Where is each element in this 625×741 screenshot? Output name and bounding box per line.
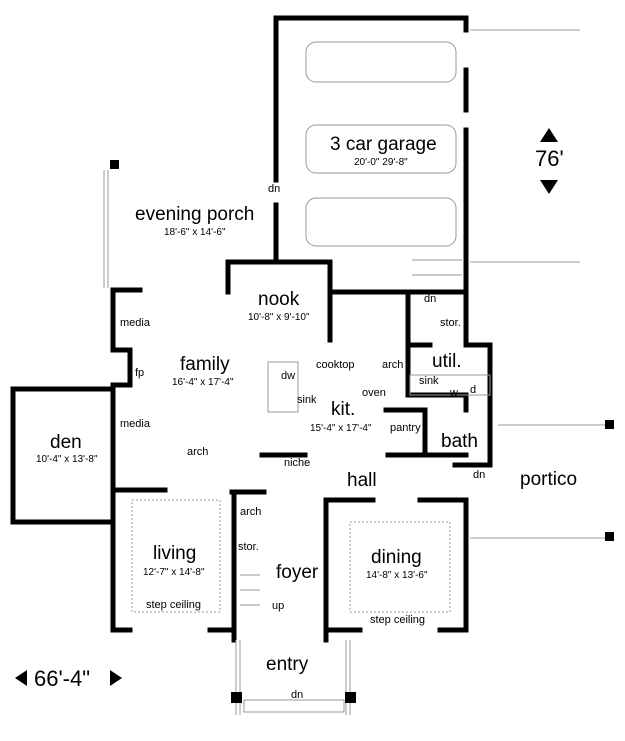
- living-step-ceiling-label: step ceiling: [146, 599, 202, 611]
- pantry-label: pantry: [390, 422, 421, 434]
- kitchen-arch-label: arch: [382, 359, 404, 371]
- hall-name: hall: [347, 470, 377, 491]
- family-arch-label: arch: [187, 446, 209, 458]
- dishwasher-label: dw: [281, 370, 296, 382]
- util-sink-label: sink: [419, 375, 439, 387]
- niche-label: niche: [284, 457, 311, 469]
- dining-name: dining: [371, 547, 422, 568]
- arrow-down-icon: [540, 180, 558, 194]
- kitchen-name: kit.: [331, 399, 356, 420]
- oven-label: oven: [362, 387, 386, 399]
- util-name: util.: [432, 351, 462, 372]
- walls: [10, 15, 493, 643]
- family-name: family: [180, 354, 230, 375]
- nook-name: nook: [258, 289, 300, 310]
- stairs-up-label: up: [272, 600, 285, 612]
- evening-porch-name: evening porch: [135, 204, 255, 225]
- foyer-name: foyer: [276, 562, 319, 583]
- posts: [110, 160, 614, 703]
- media-bottom-label: media: [120, 418, 150, 430]
- living-name: living: [153, 543, 197, 564]
- hall-arch-label: arch: [240, 506, 262, 518]
- entry-dn-label: dn: [291, 689, 304, 701]
- den-size: 10'-4" x 13'-8": [36, 454, 98, 465]
- media-top-label: media: [120, 317, 150, 329]
- porch-dn-label: dn: [268, 183, 281, 195]
- depth-dimension: 76': [535, 146, 564, 171]
- foyer-storage-label: stor.: [238, 541, 259, 553]
- dining-step-ceiling-label: step ceiling: [370, 614, 426, 626]
- portico-dn-label: dn: [473, 469, 486, 481]
- nook-size: 10'-8" x 9'-10": [248, 312, 310, 323]
- arrow-up-icon: [540, 128, 558, 142]
- portico-name: portico: [520, 469, 578, 490]
- kitchen-size: 15'-4" x 17'-4": [310, 423, 372, 434]
- living-size: 12'-7" x 14'-8": [143, 567, 205, 578]
- cooktop-label: cooktop: [316, 359, 355, 371]
- garage-size: 20'-0" 29'-8": [354, 157, 408, 168]
- garage-name: 3 car garage: [330, 134, 437, 155]
- evening-porch-size: 18'-6" x 14'-6": [164, 227, 226, 238]
- dryer-label: d: [470, 384, 477, 396]
- den-name: den: [50, 432, 82, 453]
- arrow-right-icon: [110, 670, 122, 686]
- bath-name: bath: [441, 431, 478, 452]
- family-size: 16'-4" x 17'-4": [172, 377, 234, 388]
- entry-name: entry: [266, 654, 309, 675]
- arrow-left-icon: [15, 670, 27, 686]
- washer-label: w: [450, 387, 458, 399]
- fireplace-label: fp: [135, 367, 145, 379]
- width-dimension: 66'-4": [34, 666, 91, 691]
- dining-size: 14'-8" x 13'-6": [366, 570, 428, 581]
- util-storage-label: stor.: [440, 317, 461, 329]
- kitchen-sink-label: sink: [297, 394, 317, 406]
- util-dn-label: dn: [424, 293, 437, 305]
